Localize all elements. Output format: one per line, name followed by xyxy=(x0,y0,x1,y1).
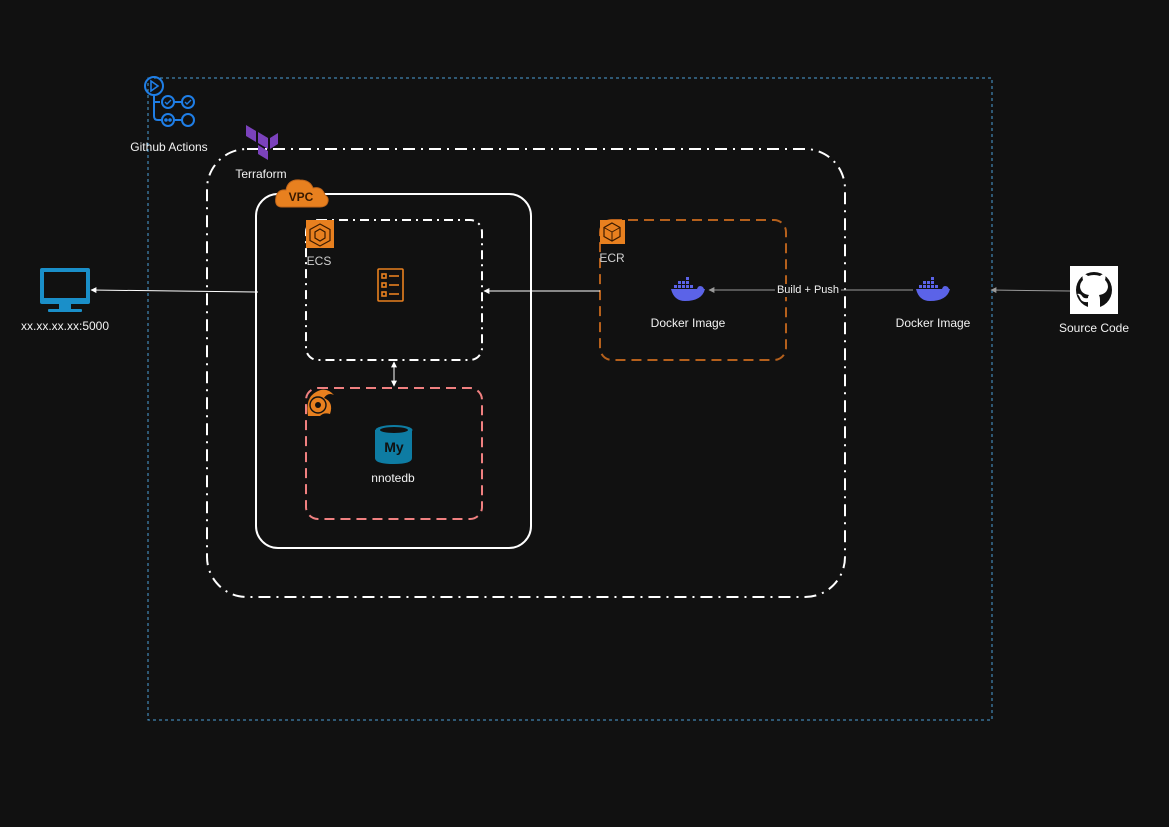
pipeline-boundary xyxy=(147,77,993,721)
github-icon xyxy=(1070,266,1118,314)
client-label: xx.xx.xx.xx:5000 xyxy=(20,319,110,333)
ecs-group xyxy=(305,219,483,361)
vpc-group xyxy=(255,193,532,549)
build-push-label: Build + Push xyxy=(774,284,842,297)
ecs-task-icon xyxy=(377,268,404,302)
vpc-cloud-icon xyxy=(275,179,329,208)
terraform-label: Terraform xyxy=(235,167,287,181)
terraform-boundary xyxy=(206,148,846,598)
terraform-icon xyxy=(246,125,278,160)
mysql-database-icon: My xyxy=(375,425,413,464)
ecs-icon xyxy=(306,220,334,248)
ecr-icon xyxy=(600,220,625,244)
edge-source-to-docker xyxy=(990,287,1071,294)
ecr-docker-image-label: Docker Image xyxy=(650,316,726,330)
ecr-group xyxy=(599,219,787,361)
ecs-label: ECS xyxy=(306,254,332,268)
rds-group xyxy=(305,387,483,520)
vpc-label: VPC xyxy=(288,190,314,204)
ecr-label: ECR xyxy=(599,251,625,265)
edge-vpc-to-client xyxy=(90,287,259,294)
source-code-label: Source Code xyxy=(1058,321,1130,335)
database-label: nnotedb xyxy=(371,471,415,485)
github-actions-icon xyxy=(144,76,195,127)
monitor-icon xyxy=(40,268,90,312)
docker-icon xyxy=(916,277,950,301)
local-docker-image-label: Docker Image xyxy=(895,316,971,330)
github-actions-label: Github Actions xyxy=(130,140,208,154)
svg-text:My: My xyxy=(384,439,404,455)
rds-icon xyxy=(307,389,334,416)
docker-icon xyxy=(671,277,705,301)
